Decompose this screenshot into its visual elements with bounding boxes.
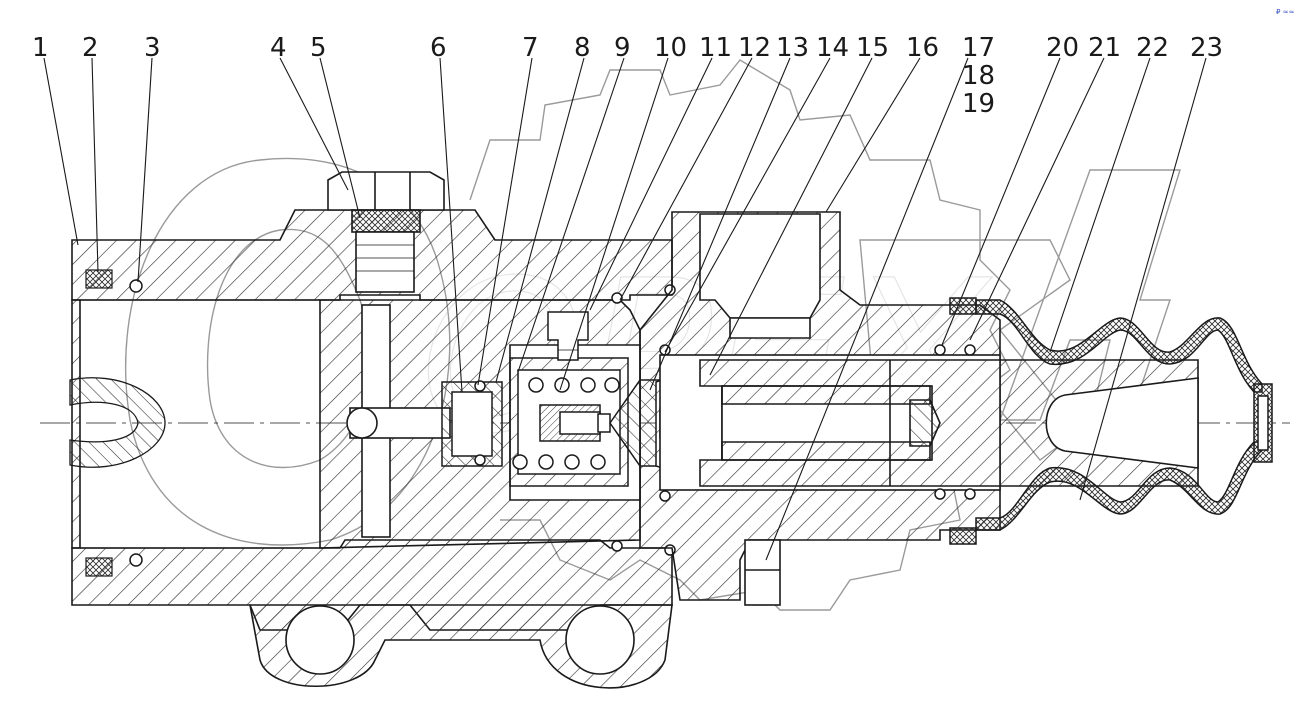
part-labels: 1 2 3 4 5 6 7 8 9 10 11 12 13 14 15 16 1… <box>32 33 1223 119</box>
label-15: 15 <box>856 33 889 63</box>
label-12: 12 <box>738 33 771 63</box>
label-4: 4 <box>270 33 287 63</box>
label-9: 9 <box>614 33 631 63</box>
stop-screw <box>744 539 781 606</box>
bleeder-screw <box>547 311 589 361</box>
label-23: 23 <box>1190 33 1223 63</box>
label-2: 2 <box>82 33 99 63</box>
rubber-boot <box>975 299 1273 531</box>
reservoir-recess <box>729 317 811 339</box>
label-21: 21 <box>1088 33 1121 63</box>
label-14: 14 <box>816 33 849 63</box>
label-17: 17 <box>962 33 995 63</box>
seal-2-bottom <box>85 557 113 577</box>
rod-socket <box>1045 377 1199 469</box>
label-1: 1 <box>32 33 49 63</box>
label-11: 11 <box>699 33 732 63</box>
valve-insert <box>441 380 503 467</box>
label-10: 10 <box>654 33 687 63</box>
o-ring-7-bottom <box>474 454 486 466</box>
label-16: 16 <box>906 33 939 63</box>
corner-mark: ₽ ≈≈ <box>1276 8 1295 16</box>
bolt-head <box>327 171 445 211</box>
label-8: 8 <box>574 33 591 63</box>
rod-seals <box>934 297 977 545</box>
label-22: 22 <box>1136 33 1169 63</box>
label-13: 13 <box>776 33 809 63</box>
mounting-hole-1 <box>285 605 355 675</box>
seal-2-top <box>85 269 113 289</box>
open-end-cup <box>69 377 166 468</box>
mounting-lug <box>249 604 673 689</box>
washer-5 <box>351 209 421 233</box>
label-7: 7 <box>522 33 539 63</box>
leader-lines <box>43 57 1207 561</box>
label-3: 3 <box>144 33 161 63</box>
label-19: 19 <box>962 89 995 119</box>
label-5: 5 <box>310 33 327 63</box>
label-20: 20 <box>1046 33 1079 63</box>
mounting-hole-2 <box>565 605 635 675</box>
push-rod <box>699 359 1199 487</box>
o-ring-7-top <box>474 380 486 392</box>
plug-bolt <box>327 171 445 293</box>
label-18: 18 <box>962 61 995 91</box>
label-6: 6 <box>430 33 447 63</box>
housing-left-lip <box>71 299 81 549</box>
o-ring-3-top <box>129 279 143 293</box>
bolt-shank <box>355 231 415 293</box>
spring-assembly <box>509 311 629 487</box>
bore-tube-outline <box>80 299 320 549</box>
rod-tip <box>909 399 941 447</box>
o-ring-3-bottom <box>129 553 143 567</box>
port-end <box>346 407 378 439</box>
